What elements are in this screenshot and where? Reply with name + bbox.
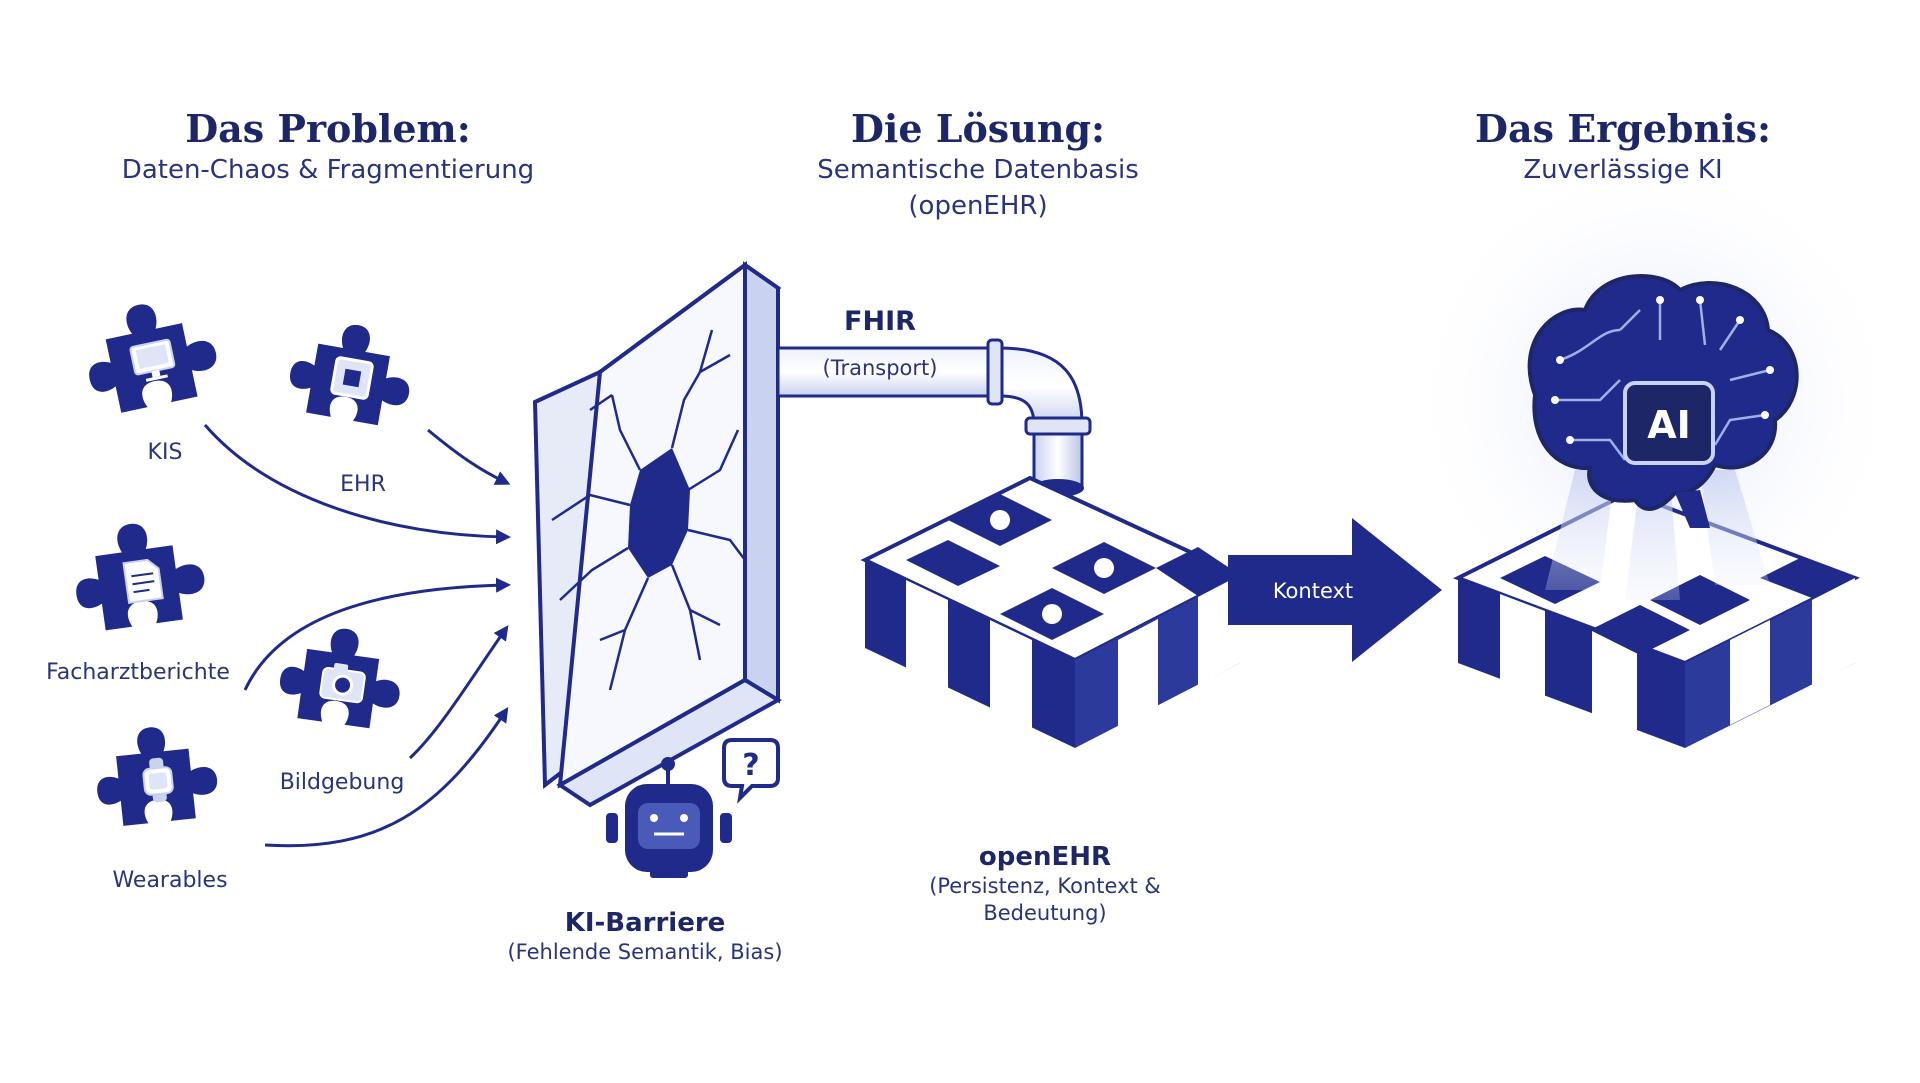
- barrier-sublabel: (Fehlende Semantik, Bias): [507, 940, 783, 964]
- robot-icon: [606, 757, 732, 878]
- arrow-facharzt: [243, 577, 511, 691]
- source-label-ehr: EHR: [340, 472, 386, 497]
- openehr-sublabel-2: Bedeutung): [983, 901, 1107, 925]
- header-solution-subtitle-1: Semantische Datenbasis: [817, 155, 1139, 185]
- watch-icon: [142, 757, 174, 803]
- fhir-label: FHIR: [844, 306, 916, 337]
- speech-bubble: ?: [722, 738, 780, 804]
- header-solution-subtitle-2: (openEHR): [908, 191, 1048, 221]
- arrow-ehr: [427, 428, 511, 485]
- source-label-bildgebung: Bildgebung: [279, 770, 405, 795]
- header-result-title: Das Ergebnis:: [1475, 106, 1771, 151]
- kontext-arrow: [1228, 518, 1442, 662]
- kontext-label: Kontext: [1273, 579, 1353, 603]
- openehr-label: openEHR: [978, 842, 1112, 872]
- puzzle-piece-wearables: [91, 720, 221, 829]
- fhir-sublabel: (Transport): [823, 356, 938, 380]
- puzzle-piece-kis: [76, 291, 224, 418]
- ai-beams: [1545, 470, 1770, 600]
- arrow-wearables: [264, 707, 509, 848]
- header-problem: Das Problem: Daten-Chaos & Fragmentierun…: [48, 106, 608, 188]
- puzzle-piece-facharzt: [67, 514, 210, 634]
- header-solution: Die Lösung: Semantische Datenbasis (open…: [698, 106, 1258, 224]
- cracked-wall: [532, 261, 782, 808]
- chip-icon: [330, 356, 374, 400]
- arrow-kis: [203, 424, 511, 545]
- openehr-sublabel-1: (Persistenz, Kontext &: [929, 874, 1161, 898]
- ai-chip-label: AI: [1647, 403, 1691, 447]
- wall-hole: [628, 448, 690, 578]
- camera-icon: [319, 663, 366, 704]
- arrow-bildgebung: [408, 625, 509, 760]
- source-arrows: [203, 424, 511, 848]
- puzzle-piece-ehr: [284, 314, 420, 430]
- source-label-kis: KIS: [147, 440, 183, 465]
- header-result: Das Ergebnis: Zuverlässige KI: [1343, 106, 1903, 188]
- barrier-label: KI-Barriere: [564, 908, 726, 938]
- header-problem-title: Das Problem:: [185, 106, 471, 151]
- speech-bubble-text: ?: [742, 748, 759, 783]
- source-label-facharzt: Facharztberichte: [46, 660, 230, 685]
- header-problem-subtitle: Daten-Chaos & Fragmentierung: [121, 155, 535, 185]
- ai-chip: [1623, 381, 1715, 465]
- source-label-wearables: Wearables: [112, 868, 228, 893]
- monitor-icon: [129, 338, 176, 382]
- puzzle-piece-bildgebung: [275, 620, 408, 732]
- header-result-subtitle: Zuverlässige KI: [1523, 155, 1723, 185]
- fhir-pipe: [776, 338, 1092, 497]
- openehr-platform: [860, 475, 1245, 748]
- document-icon: [122, 558, 164, 605]
- brain-icon: AI: [1527, 274, 1799, 528]
- header-solution-title: Die Lösung:: [850, 106, 1106, 151]
